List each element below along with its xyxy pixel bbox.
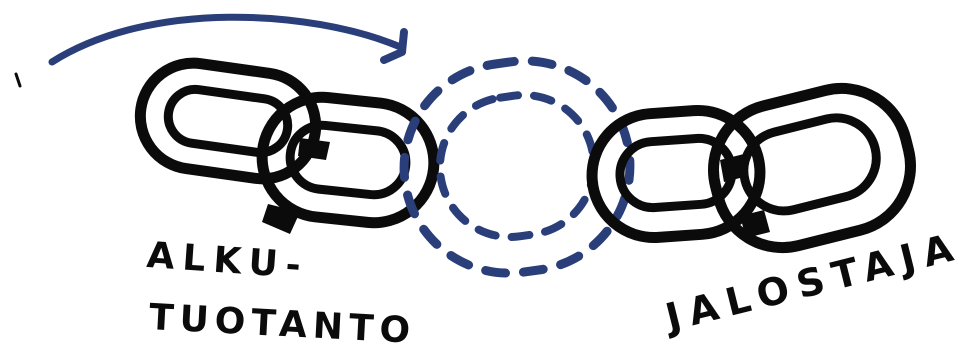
curved-arrow (52, 17, 404, 62)
chain-right (588, 74, 925, 261)
chain-left (133, 56, 439, 234)
arrow-shaft (52, 17, 398, 62)
pen-mark (16, 74, 20, 86)
